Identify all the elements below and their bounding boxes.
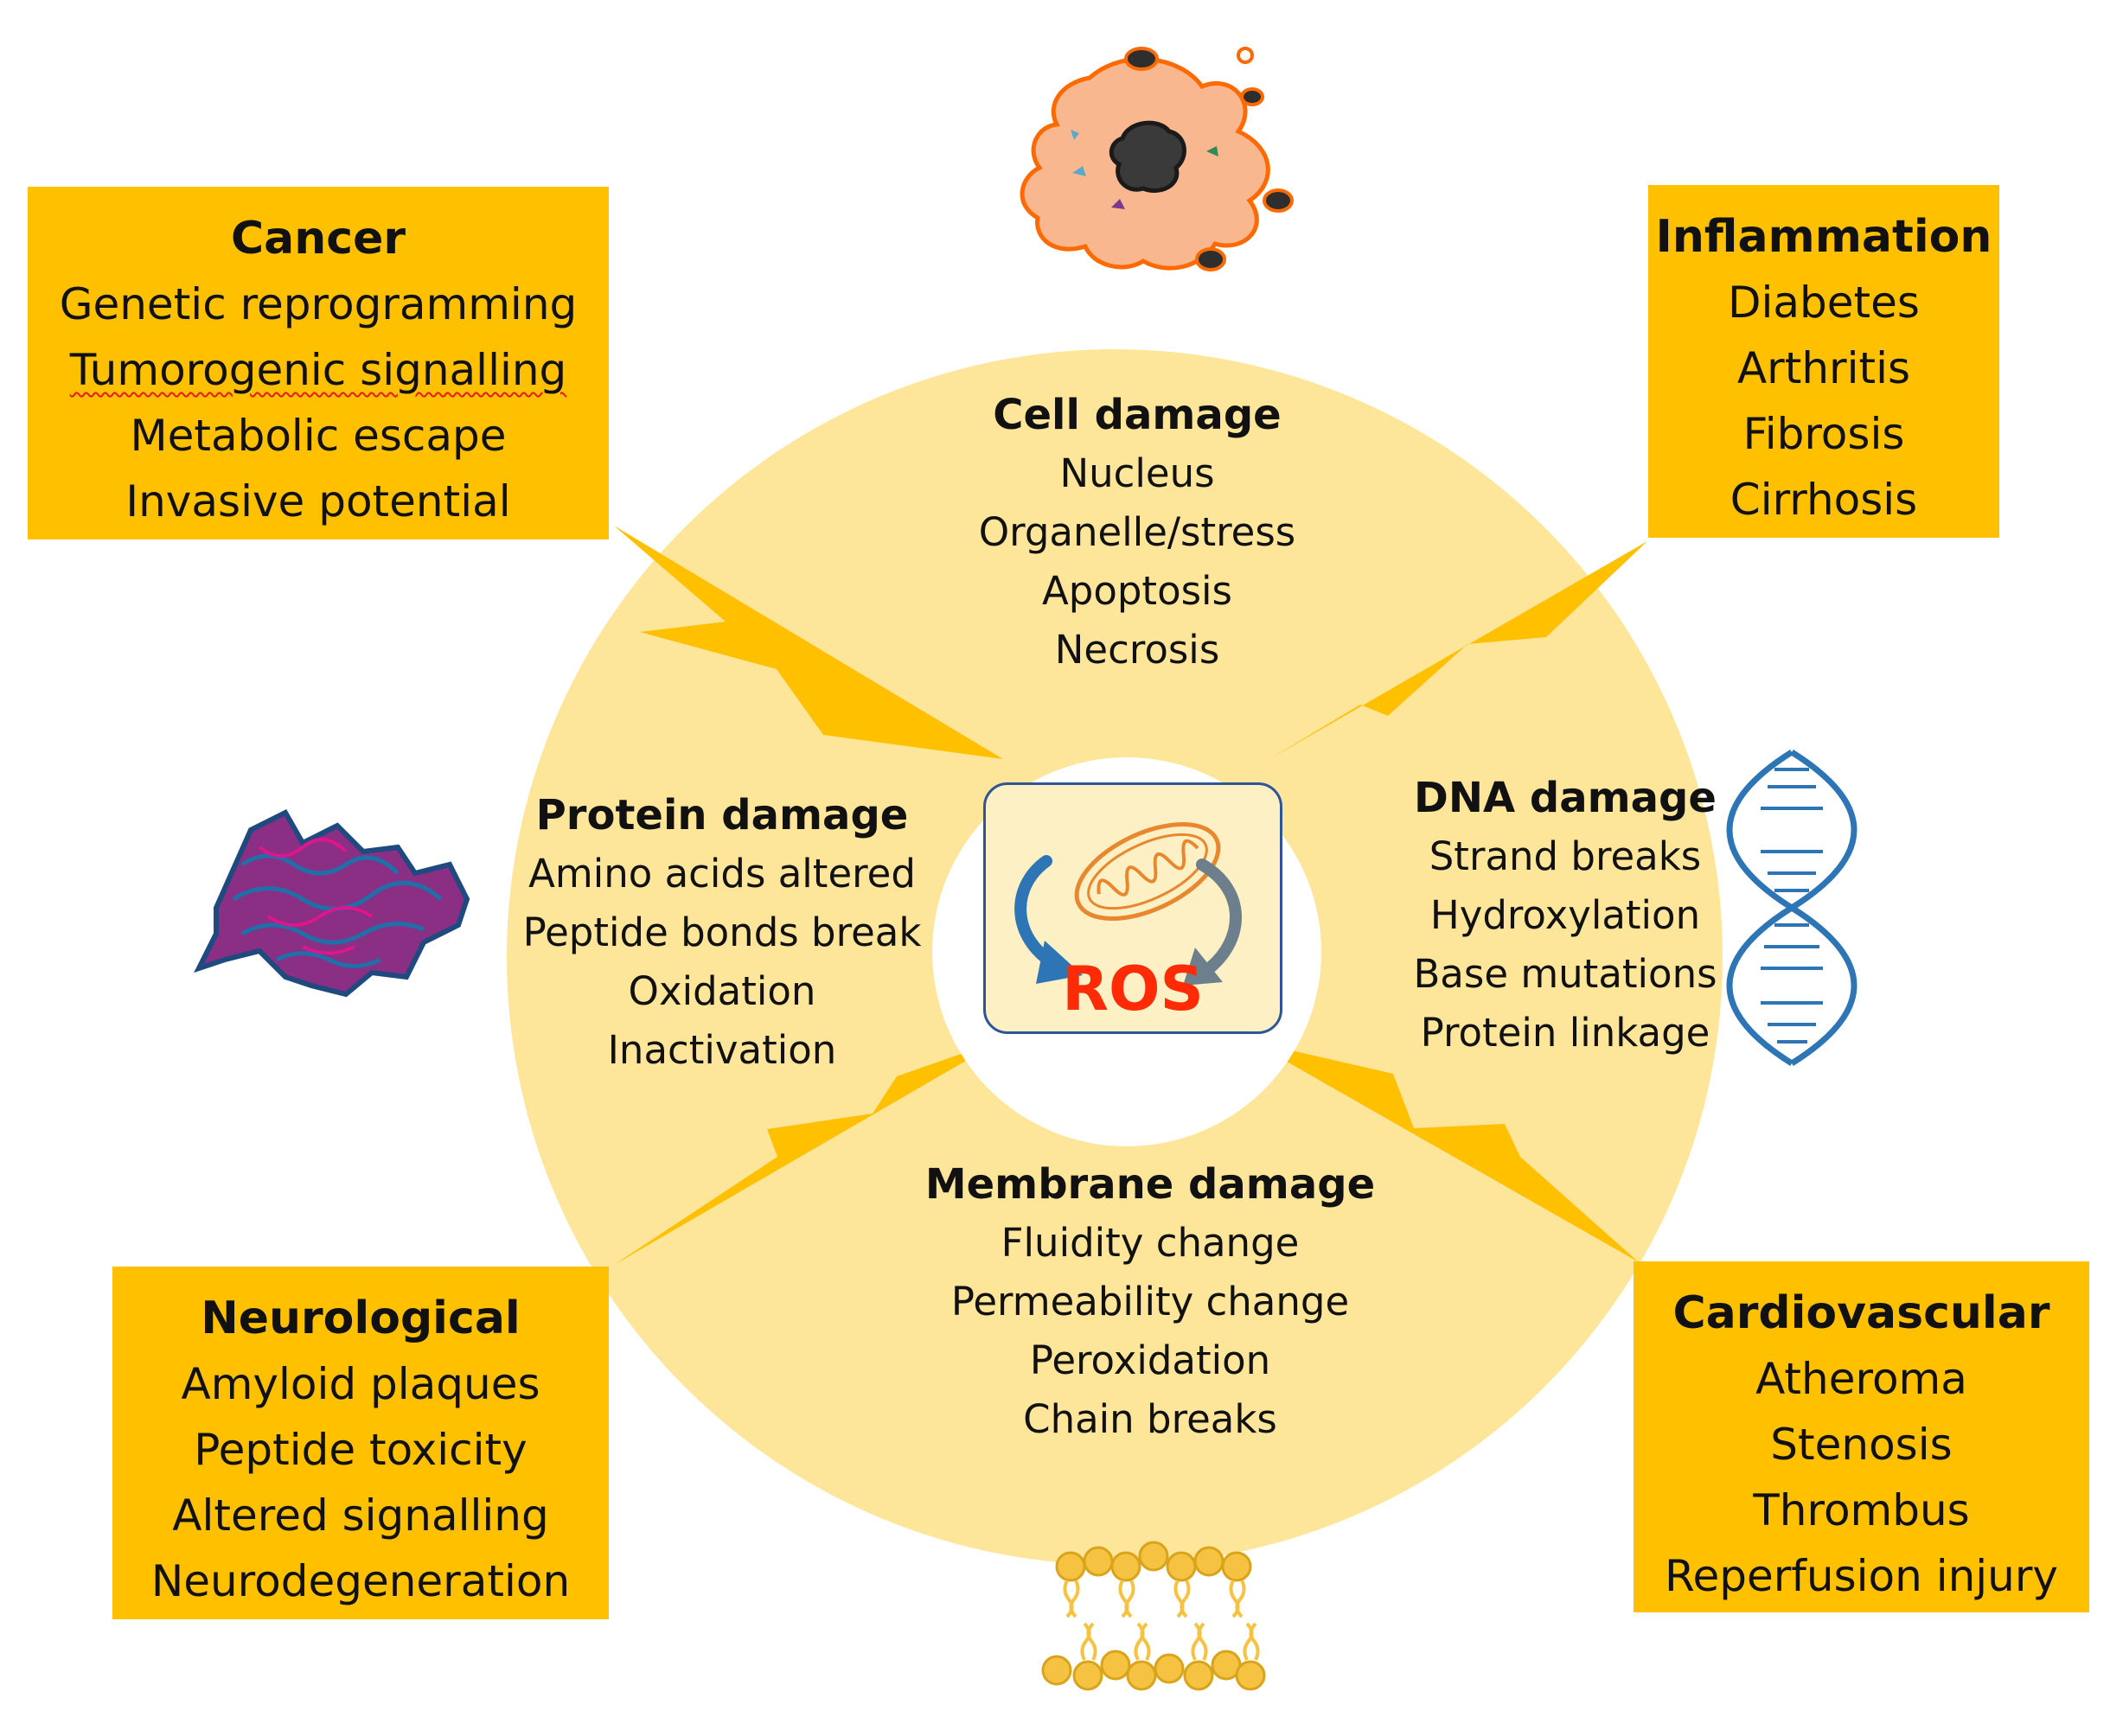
neurological-item: Neurodegeneration	[150, 1556, 571, 1606]
bolt-cardiovascular	[1250, 1041, 1639, 1262]
membrane-damage-item: Chain breaks	[1023, 1396, 1277, 1442]
cardiovascular-item: Reperfusion injury	[1664, 1551, 2059, 1601]
mitochondrion-icon	[1074, 821, 1221, 922]
membrane-damage-item: Fluidity change	[1001, 1220, 1300, 1266]
dna-damage-item: Strand breaks	[1429, 833, 1702, 879]
membrane-damage-item: Permeability change	[950, 1279, 1350, 1324]
cycle-arrow-left-icon	[1014, 855, 1083, 984]
membrane-damage-title: Membrane damage	[924, 1160, 1376, 1209]
cell-damage-group: Cell damage Nucleus Organelle/stress Apo…	[960, 386, 1314, 680]
ros-label: ROS	[1062, 954, 1204, 1024]
neurological-item: Peptide toxicity	[194, 1425, 528, 1475]
cancer-item-text: Tumorogenic signalling	[69, 345, 567, 395]
cancer-box: Cancer Genetic reprogramming Tumorogenic…	[28, 187, 609, 539]
cell-damage-item: Apoptosis	[1041, 568, 1232, 614]
cancer-title: Cancer	[230, 213, 406, 265]
neurological-item: Amyloid plaques	[181, 1359, 540, 1409]
inflammation-title: Inflammation	[1655, 211, 1992, 263]
inflammation-item: Diabetes	[1728, 278, 1920, 328]
mitochondrion-cycle-graphic	[1014, 821, 1242, 986]
protein-damage-item: Inactivation	[607, 1027, 837, 1073]
dna-damage-title: DNA damage	[1414, 774, 1717, 822]
cancer-item: Invasive potential	[125, 476, 511, 527]
protein-damage-group: Protein damage Amino acids altered Pepti…	[515, 786, 930, 1080]
neurological-box: Neurological Amyloid plaques Peptide tox…	[112, 1267, 609, 1619]
membrane-damage-item: Peroxidation	[1029, 1337, 1271, 1383]
protein-damage-title: Protein damage	[535, 791, 909, 839]
bolt-neurological	[614, 1039, 1003, 1265]
bolt-cancer	[614, 526, 1003, 759]
dna-damage-group: DNA damage Strand breaks Hydroxylation B…	[1401, 769, 1730, 1063]
cell-damage-item: Organelle/stress	[978, 509, 1296, 555]
cell-damage-item: Necrosis	[1054, 627, 1220, 673]
cancer-item: Metabolic escape	[130, 411, 507, 461]
protein-damage-item: Oxidation	[628, 968, 816, 1014]
inflammation-item: Arthritis	[1736, 343, 1911, 393]
cardiovascular-item: Atheroma	[1755, 1354, 1967, 1404]
cycle-arrow-right-icon	[1183, 858, 1242, 986]
cell-damage-item: Nucleus	[1059, 450, 1215, 496]
neurological-item: Altered signalling	[172, 1490, 549, 1541]
cardiovascular-title: Cardiovascular	[1672, 1287, 2050, 1339]
cardiovascular-item: Thrombus	[1753, 1485, 1970, 1535]
dna-damage-item: Protein linkage	[1420, 1010, 1710, 1056]
cell-damage-title: Cell damage	[993, 391, 1282, 439]
inflammation-item: Fibrosis	[1742, 409, 1905, 459]
protein-damage-item: Peptide bonds break	[522, 909, 922, 955]
inflammation-item: Cirrhosis	[1730, 475, 1918, 525]
protein-damage-item: Amino acids altered	[528, 851, 916, 897]
neurological-title: Neurological	[201, 1292, 521, 1344]
cancer-item: Tumorogenic signalling	[28, 337, 609, 403]
cardiovascular-item: Stenosis	[1770, 1420, 1953, 1470]
bolt-inflammation	[1269, 541, 1647, 759]
inflammation-box: Inflammation Diabetes Arthritis Fibrosis…	[1648, 185, 1999, 538]
ros-center-box: ROS	[983, 782, 1282, 1034]
dna-damage-item: Hydroxylation	[1429, 892, 1701, 938]
cardiovascular-box: Cardiovascular Atheroma Stenosis Thrombu…	[1634, 1261, 2089, 1612]
dna-damage-item: Base mutations	[1413, 951, 1717, 997]
membrane-damage-group: Membrane damage Fluidity change Permeabi…	[921, 1155, 1379, 1449]
cancer-item: Genetic reprogramming	[59, 279, 578, 329]
